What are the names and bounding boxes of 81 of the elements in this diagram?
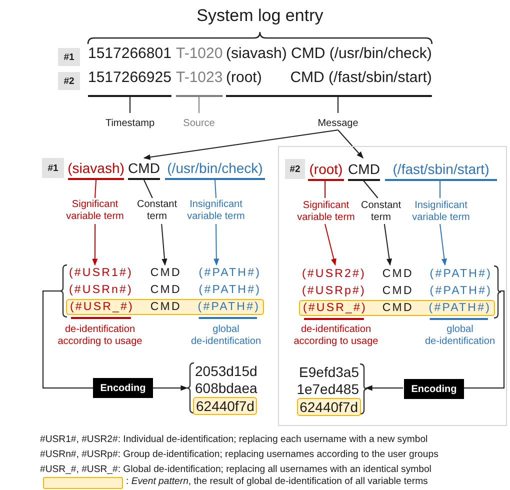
arrow <box>338 130 364 159</box>
hash-value: 2053d15d <box>194 363 258 379</box>
encoding-step-box: Encoding <box>93 378 153 398</box>
arrow <box>384 224 392 266</box>
arrow <box>161 224 168 266</box>
arrow <box>214 224 220 266</box>
encoding-step-box: Encoding <box>404 379 464 399</box>
arrow <box>365 385 404 391</box>
log-message: CMD (/fast/sbin/start) <box>290 69 432 86</box>
panel-frame <box>278 146 507 426</box>
row-number-badge: #1 <box>58 48 80 66</box>
leader-line <box>324 180 326 198</box>
leader-line <box>362 180 378 198</box>
template-token: (#USR1#) <box>69 267 133 279</box>
row-number-badge: #2 <box>58 72 80 90</box>
template-token: CMD <box>150 267 182 279</box>
hash-value: E9efd3a5 <box>298 364 360 380</box>
constant-term: CMD <box>348 159 380 181</box>
template-token: (#USR2#) <box>302 268 366 280</box>
field-label: Message <box>310 116 366 130</box>
event-pattern-row <box>66 299 264 315</box>
arrow <box>152 385 188 391</box>
footnote: #USR1#, #USR2#: Individual de-identification; replacing each username with a new symbol <box>40 434 428 445</box>
template-token: (#PATH#) <box>198 284 261 296</box>
template-token: (#PATH#) <box>428 302 491 314</box>
template-token: (#USRn#) <box>69 284 133 296</box>
hash-value: 62440f7d <box>296 398 361 416</box>
log-message: (root) <box>226 69 262 86</box>
variable-term: (/fast/sbin/start) <box>385 159 497 181</box>
source-id: T-1020 <box>176 45 223 62</box>
template-token: (#USR_#) <box>303 302 367 314</box>
template-token: (#PATH#) <box>198 301 260 313</box>
term-category-label: Insignificant variable term <box>178 198 254 224</box>
field-label: Timestamp <box>99 116 161 130</box>
timestamp-value: 1517266925 <box>88 69 172 86</box>
variable-term: (/usr/bin/check) <box>165 158 265 180</box>
leader-line <box>94 180 96 198</box>
template-token: (#PATH#) <box>430 268 492 280</box>
constant-term: CMD <box>128 158 160 180</box>
term-category-label: Significant variable term <box>58 198 132 224</box>
field-label: Source <box>179 116 219 130</box>
hash-value: 1e7ed485 <box>296 381 360 397</box>
template-token: CMD <box>382 285 414 297</box>
template-token: CMD <box>150 301 182 313</box>
arrow <box>440 224 448 266</box>
annotation: global de-identification <box>190 324 262 348</box>
hash-value: 62440f7d <box>193 397 258 415</box>
variable-term: (root) <box>308 159 344 181</box>
template-token: CMD <box>150 284 182 296</box>
template-token: CMD <box>382 302 414 314</box>
footnote: #USR_#, #USR_#: Global de-identification; replacing all usernames with an identical symbol <box>40 464 432 475</box>
annotation: de-identification according to usage <box>56 324 144 348</box>
template-token: (#USRp#) <box>302 285 366 297</box>
term-category-label: Constant term <box>134 198 180 224</box>
row-number-badge: #1 <box>42 158 64 178</box>
arrow <box>324 224 336 266</box>
log-message: (siavash) CMD (/usr/bin/check) <box>226 45 432 62</box>
footnote: #USRn#, #USRp#: Group de-identification; replacing usernames according to the user groups <box>40 449 438 460</box>
term-category-label: Significant variable term <box>293 199 359 225</box>
timestamp-value: 1517266801 <box>88 45 172 62</box>
variable-term: (siavash) <box>68 158 124 180</box>
template-token: (#PATH#) <box>430 285 492 297</box>
annotation: de-identification according to usage <box>292 324 380 348</box>
term-category-label: Insignificant variable term <box>403 199 479 225</box>
leader-line <box>214 180 216 198</box>
arrow <box>143 130 338 160</box>
connector-line <box>42 290 94 388</box>
leader-line <box>144 180 153 198</box>
connector-line <box>462 290 504 388</box>
row-number-badge: #2 <box>285 159 305 179</box>
arrow <box>92 224 98 266</box>
term-category-label: Constant term <box>359 199 403 225</box>
annotation: global de-identification <box>424 324 496 348</box>
hash-value: 608bdaea <box>194 380 258 396</box>
template-token: (#USR_#) <box>70 301 134 313</box>
template-token: (#PATH#) <box>198 267 261 279</box>
template-token: CMD <box>382 268 414 280</box>
title: System log entry <box>196 6 324 26</box>
legend-text: : Event pattern, the result of global de-identification of all variable terms <box>126 476 428 487</box>
event-pattern-row <box>299 300 495 316</box>
source-id: T-1023 <box>176 69 223 86</box>
